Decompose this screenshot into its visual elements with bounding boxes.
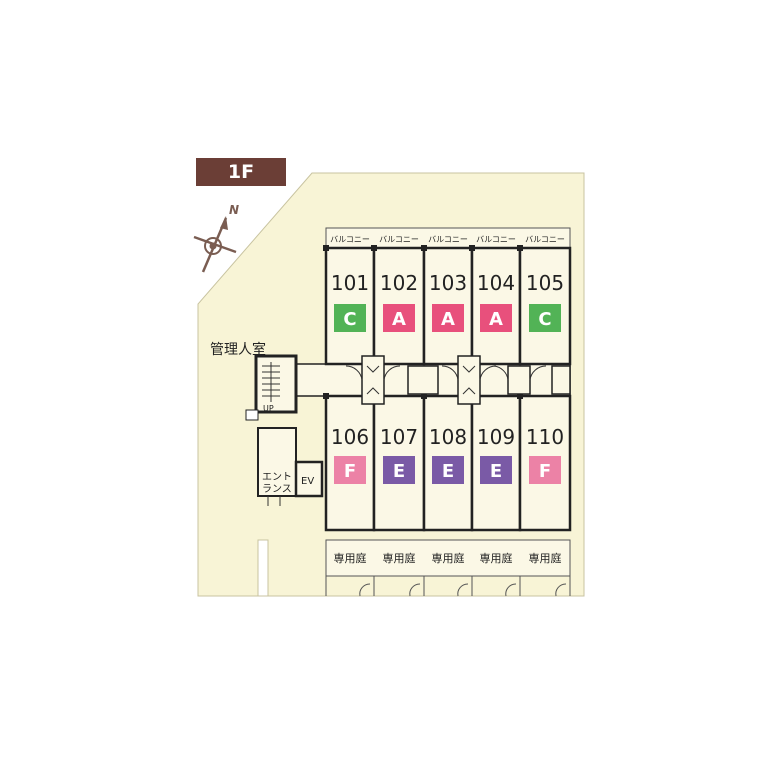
garden-label-4: 専用庭 bbox=[480, 551, 513, 565]
garden-label-5: 専用庭 bbox=[529, 551, 562, 565]
unit-type-badge-102 bbox=[383, 304, 415, 332]
unit-type-badge-108 bbox=[432, 456, 464, 484]
elevator bbox=[294, 460, 324, 498]
unit-number-101: 101 bbox=[331, 271, 369, 295]
unit-number-106: 106 bbox=[331, 425, 369, 449]
unit-type-badge-105 bbox=[529, 304, 561, 332]
unit-type-label-110: F bbox=[539, 461, 551, 482]
elevator-label: EV bbox=[301, 476, 314, 487]
unit-number-107: 107 bbox=[380, 425, 418, 449]
entrance-label-line2: ランス bbox=[262, 483, 292, 495]
unit-type-label-105: C bbox=[538, 309, 551, 330]
garden-label-2: 専用庭 bbox=[383, 551, 416, 565]
balcony-label-1: バルコニー bbox=[330, 235, 370, 244]
unit-number-105: 105 bbox=[526, 271, 564, 295]
unit-type-badge-110 bbox=[529, 456, 561, 484]
garden-label-1: 専用庭 bbox=[334, 551, 367, 565]
unit-number-108: 108 bbox=[429, 425, 467, 449]
unit-type-label-106: F bbox=[344, 461, 356, 482]
compass-north-arrow-icon bbox=[220, 216, 228, 230]
compass-north-label: N bbox=[229, 203, 239, 217]
unit-number-110: 110 bbox=[526, 425, 564, 449]
balcony-strip: バルコニーバルコニーバルコニーバルコニーバルコニー bbox=[325, 227, 571, 249]
floor-badge: 1F bbox=[196, 158, 286, 186]
unit-number-102: 102 bbox=[380, 271, 418, 295]
balcony-label-3: バルコニー bbox=[428, 235, 468, 244]
garden-gate-icon-3 bbox=[457, 583, 469, 597]
entrance-label-line1: エント bbox=[262, 472, 292, 483]
private-gardens: 専用庭 専用庭 専用庭 専用庭 専用庭 bbox=[325, 539, 571, 597]
unit-type-badge-103 bbox=[432, 304, 464, 332]
unit-type-badge-101 bbox=[334, 304, 366, 332]
corridor-doors bbox=[345, 355, 571, 405]
unit-type-label-103: A bbox=[441, 309, 455, 330]
garden-gate-icon-2 bbox=[409, 583, 421, 597]
unit-type-badge-104 bbox=[480, 304, 512, 332]
unit-type-label-107: E bbox=[393, 461, 405, 482]
garden-gate-icon-1 bbox=[359, 583, 371, 597]
unit-type-badge-107 bbox=[383, 456, 415, 484]
unit-type-label-108: E bbox=[442, 461, 454, 482]
balcony-label-5: バルコニー bbox=[525, 235, 565, 244]
compass: N bbox=[193, 203, 239, 273]
unit-number-103: 103 bbox=[429, 271, 467, 295]
unit-number-109: 109 bbox=[477, 425, 515, 449]
unit-type-badge-106 bbox=[334, 456, 366, 484]
management-block: UP EV エント ランス 管理人室 bbox=[210, 341, 324, 597]
unit-type-badge-109 bbox=[480, 456, 512, 484]
stairs-icon bbox=[262, 362, 280, 402]
entrance-hall bbox=[257, 427, 297, 497]
management-room-label: 管理人室 bbox=[210, 341, 266, 358]
unit-type-label-101: C bbox=[343, 309, 356, 330]
unit-type-label-109: E bbox=[490, 461, 502, 482]
balcony-label-2: バルコニー bbox=[379, 235, 419, 244]
stairs-up-label: UP bbox=[263, 404, 274, 413]
garden-label-3: 専用庭 bbox=[432, 551, 465, 565]
unit-type-label-104: A bbox=[489, 309, 503, 330]
garden-gate-icon-5 bbox=[555, 583, 567, 597]
garden-gate-icon-4 bbox=[505, 583, 517, 597]
unit-number-104: 104 bbox=[477, 271, 515, 295]
balcony-label-4: バルコニー bbox=[476, 235, 516, 244]
unit-type-label-102: A bbox=[392, 309, 406, 330]
